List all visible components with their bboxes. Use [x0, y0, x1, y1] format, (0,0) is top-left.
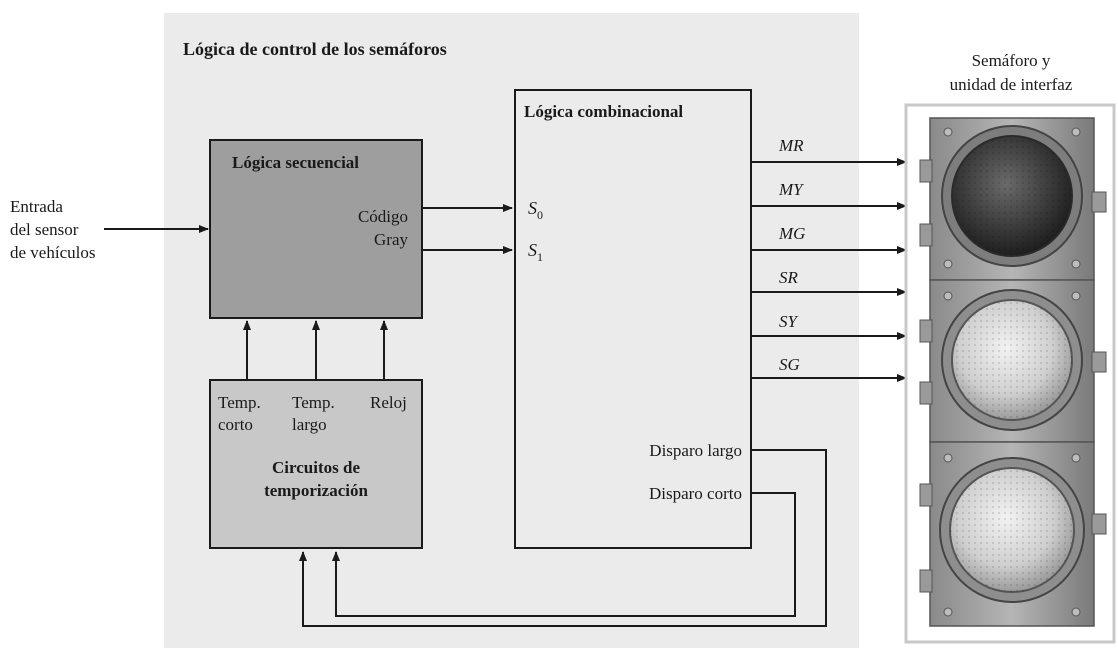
- timing-circuits-block: [209, 379, 423, 549]
- input-s1-subscript: 1: [537, 250, 543, 264]
- traffic-light-picture: [904, 103, 1116, 644]
- timer-output-clock: Reloj: [370, 393, 407, 412]
- short-trigger-label: Disparo corto: [648, 484, 742, 503]
- output-label-sg: SG: [779, 355, 800, 374]
- timer-output-long-line2: largo: [292, 415, 327, 434]
- bracket-right-3: [1091, 513, 1107, 535]
- combinational-logic-block: [514, 89, 752, 549]
- bracket-right-2: [1091, 351, 1107, 373]
- middle-lamp-texture: [952, 300, 1072, 420]
- output-label-my: MY: [779, 180, 803, 199]
- timing-circuits-title-line2: temporización: [264, 481, 368, 500]
- screw-1: [943, 127, 953, 137]
- screw-6: [1071, 291, 1081, 301]
- timer-output-long-line1: Temp.: [292, 393, 335, 412]
- gray-code-label-line1: Código: [357, 207, 408, 226]
- screw-2: [1071, 127, 1081, 137]
- output-label-sy: SY: [779, 312, 797, 331]
- combinational-logic-title: Lógica combinacional: [524, 102, 684, 121]
- sequential-logic-block: [209, 139, 423, 319]
- timer-output-short-line1: Temp.: [218, 393, 261, 412]
- input-s1-label: S1: [528, 240, 543, 264]
- input-s0-label: S0: [528, 198, 543, 222]
- screw-9: [943, 607, 953, 617]
- control-logic-panel: [164, 13, 859, 648]
- top-lamp-texture: [952, 136, 1072, 256]
- sensor-input-label-line3: de vehículos: [10, 243, 96, 262]
- output-label-sr: SR: [779, 268, 798, 287]
- control-logic-title: Lógica de control de los semáforos: [183, 39, 447, 59]
- bracket-left-4: [919, 381, 933, 405]
- timer-output-short-line2: corto: [218, 415, 253, 434]
- bracket-left-3: [919, 319, 933, 343]
- bracket-right-1: [1091, 191, 1107, 213]
- screw-7: [943, 453, 953, 463]
- bracket-left-2: [919, 223, 933, 247]
- short-trigger-feedback: [332, 492, 796, 617]
- traffic-light-caption-line2: unidad de interfaz: [949, 75, 1073, 94]
- timing-circuits-title-line1: Circuitos de: [272, 458, 360, 477]
- output-label-mg: MG: [779, 224, 806, 243]
- traffic-light-caption-line1: Semáforo y: [971, 51, 1051, 70]
- sensor-input-label-line2: del sensor: [10, 220, 79, 239]
- bracket-left-6: [919, 569, 933, 593]
- bracket-left-5: [919, 483, 933, 507]
- screw-10: [1071, 607, 1081, 617]
- screw-3: [943, 259, 953, 269]
- gray-code-label-line2: Gray: [374, 230, 408, 249]
- bracket-left-1: [919, 159, 933, 183]
- light-output-arrows: [751, 158, 907, 382]
- long-trigger-label: Disparo largo: [649, 441, 742, 460]
- sequential-logic-title: Lógica secuencial: [232, 153, 360, 172]
- screw-5: [943, 291, 953, 301]
- screw-8: [1071, 453, 1081, 463]
- input-s1-base: S: [528, 240, 537, 260]
- long-trigger-feedback: [299, 449, 827, 627]
- input-s0-base: S: [528, 198, 537, 218]
- bottom-lamp-texture: [950, 468, 1074, 592]
- sensor-input-label-line1: Entrada: [10, 197, 63, 216]
- output-label-mr: MR: [779, 136, 804, 155]
- input-s0-subscript: 0: [537, 208, 543, 222]
- screw-4: [1071, 259, 1081, 269]
